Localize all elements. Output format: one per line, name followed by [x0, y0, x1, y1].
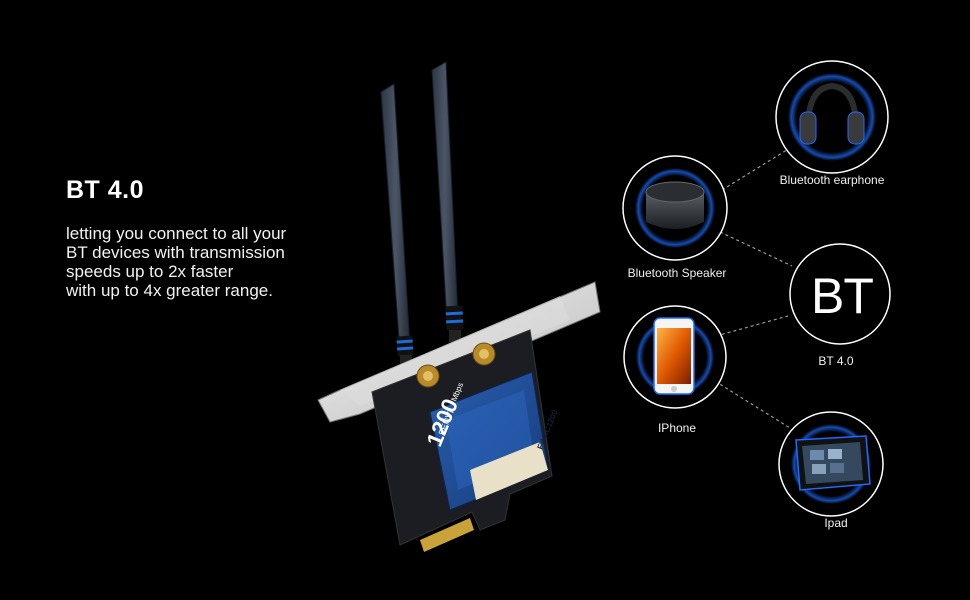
speaker-icon — [645, 181, 705, 229]
feature-description: letting you connect to all your BT devic… — [66, 224, 356, 300]
connection-line — [715, 315, 789, 337]
description-line: letting you connect to all your — [66, 224, 287, 243]
feature-title: BT 4.0 — [66, 176, 145, 204]
tablet-icon — [795, 435, 871, 491]
phone-node — [623, 305, 727, 409]
tablet-label: Ipad — [824, 516, 848, 530]
headphones-icon — [799, 82, 865, 145]
phone-icon — [653, 317, 695, 395]
phone-label: IPhone — [657, 421, 697, 435]
tablet-node — [778, 411, 884, 517]
connection-line — [709, 377, 791, 429]
antenna-left-icon — [380, 83, 414, 367]
description-line: with up to 4x greater range. — [66, 281, 273, 300]
earphone-node — [775, 60, 889, 174]
bt-hub-label: BT 4.0 — [818, 354, 854, 368]
speaker-label: Bluetooth Speaker — [627, 266, 727, 280]
connection-line — [721, 147, 791, 191]
antenna-right-icon — [431, 61, 464, 342]
description-line: speeds up to 2x faster — [66, 262, 234, 281]
connection-lines — [709, 147, 793, 429]
bt-hub-node — [789, 243, 891, 345]
speaker-node — [622, 155, 728, 261]
bluetooth-hub-icon: BT — [811, 268, 874, 324]
connection-line — [719, 231, 793, 267]
wifi-module — [429, 371, 549, 511]
earphone-label: Bluetooth earphone — [779, 173, 885, 187]
description-line: BT devices with transmission — [66, 243, 285, 262]
